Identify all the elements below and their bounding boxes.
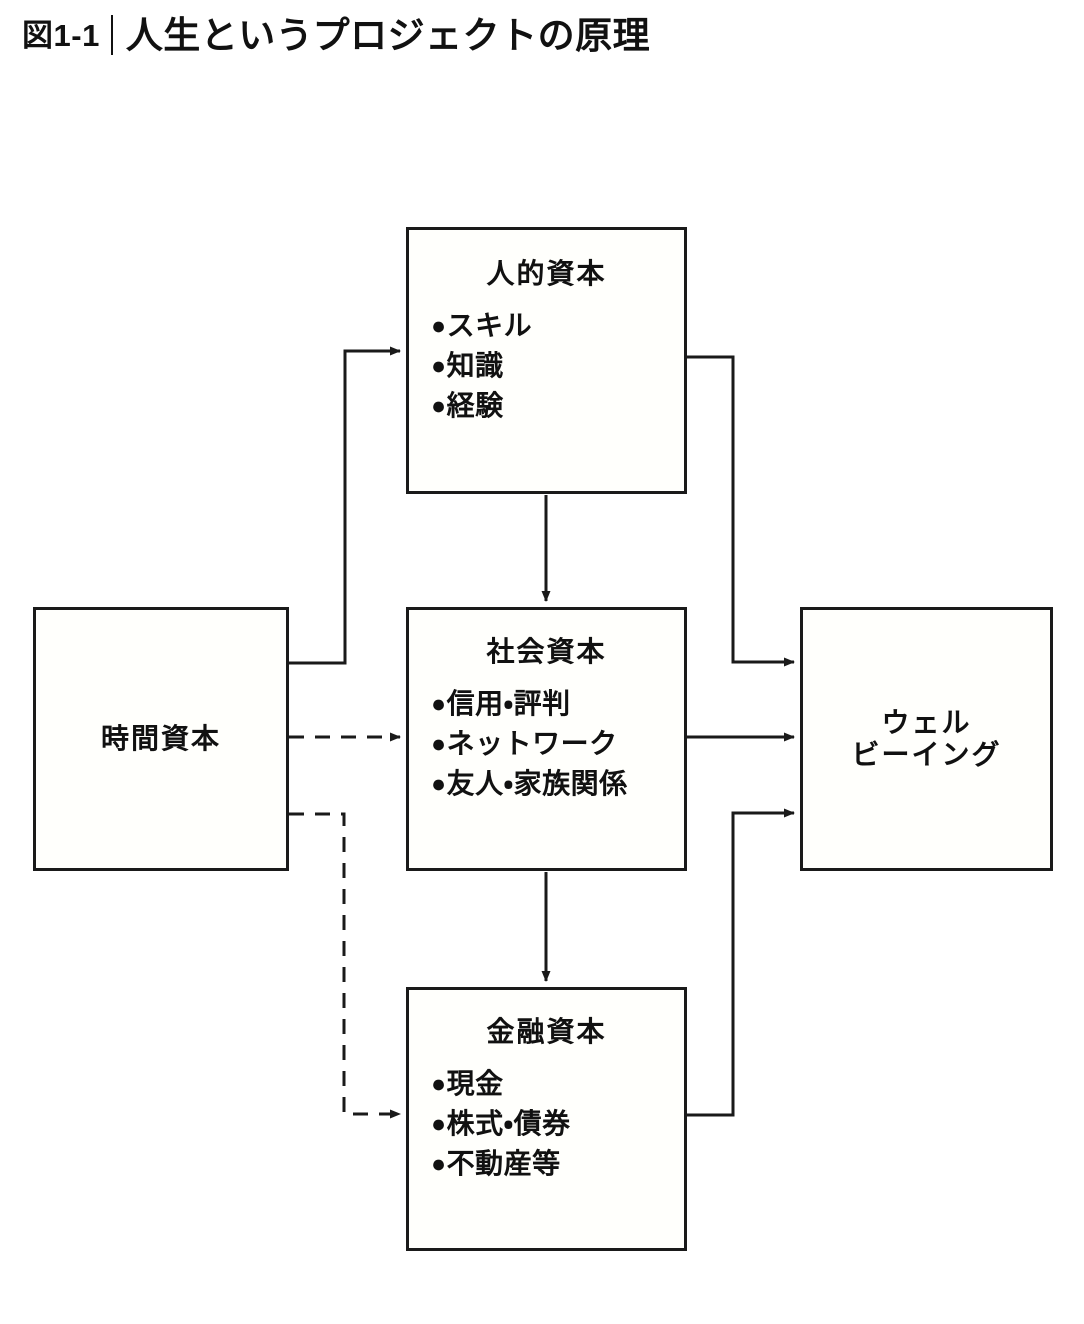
list-item-label: 経験 bbox=[446, 389, 504, 421]
list-item-label: 株式・債券 bbox=[446, 1107, 571, 1139]
edge-human-to-wellbeing bbox=[687, 355, 795, 667]
edge-time-to-human bbox=[289, 346, 401, 665]
list-item-label: ネットワーク bbox=[446, 727, 618, 759]
bullet-icon: ● bbox=[431, 729, 447, 758]
node-social-capital-list: ●信用・評判 ●ネットワーク ●友人・家族関係 bbox=[431, 684, 628, 803]
bullet-icon: ● bbox=[431, 769, 447, 798]
list-item: ●不動産等 bbox=[431, 1144, 571, 1184]
bullet-icon: ● bbox=[431, 1070, 447, 1099]
list-item-label: 信用・評判 bbox=[446, 688, 571, 720]
edge-financial-to-wellbeing bbox=[687, 808, 795, 1117]
title-divider-rule bbox=[110, 15, 113, 55]
list-item: ●知識 bbox=[431, 346, 532, 386]
list-item-label: 現金 bbox=[446, 1068, 504, 1100]
node-wellbeing[interactable]: ウェル ビーイング bbox=[800, 607, 1053, 871]
edge-time-to-financial bbox=[289, 812, 401, 1119]
list-item: ●ネットワーク bbox=[431, 724, 628, 764]
node-wellbeing-title: ウェル ビーイング bbox=[851, 707, 1001, 771]
node-financial-capital-title: 金融資本 bbox=[486, 1016, 607, 1047]
node-wellbeing-title-line1: ウェル bbox=[881, 706, 972, 738]
figure-number: 図1-1 bbox=[22, 17, 100, 53]
node-financial-capital-list: ●現金 ●株式・債券 ●不動産等 bbox=[431, 1064, 571, 1183]
list-item-label: 友人・家族関係 bbox=[446, 767, 628, 799]
node-time-capital[interactable]: 時間資本 bbox=[33, 607, 289, 871]
list-item: ●スキル bbox=[431, 306, 532, 346]
list-item-label: スキル bbox=[446, 310, 533, 342]
node-human-capital[interactable]: 人的資本 ●スキル ●知識 ●経験 bbox=[406, 227, 687, 494]
node-human-capital-title: 人的資本 bbox=[486, 258, 607, 289]
node-financial-capital[interactable]: 金融資本 ●現金 ●株式・債券 ●不動産等 bbox=[406, 987, 687, 1251]
list-item: ●現金 bbox=[431, 1064, 571, 1104]
node-time-capital-title: 時間資本 bbox=[100, 722, 221, 754]
list-item-label: 知識 bbox=[446, 349, 504, 381]
bullet-icon: ● bbox=[431, 1109, 447, 1138]
list-item: ●信用・評判 bbox=[431, 684, 628, 724]
node-social-capital-title: 社会資本 bbox=[486, 636, 607, 667]
list-item: ●友人・家族関係 bbox=[431, 764, 628, 804]
node-social-capital[interactable]: 社会資本 ●信用・評判 ●ネットワーク ●友人・家族関係 bbox=[406, 607, 687, 871]
bullet-icon: ● bbox=[431, 391, 447, 420]
bullet-icon: ● bbox=[431, 690, 447, 719]
list-item-label: 不動産等 bbox=[446, 1147, 561, 1179]
list-item: ●株式・債券 bbox=[431, 1104, 571, 1144]
figure-title: 図1-1 人生というプロジェクトの原理 bbox=[22, 6, 650, 64]
bullet-icon: ● bbox=[431, 351, 447, 380]
bullet-icon: ● bbox=[431, 312, 447, 341]
list-item: ●経験 bbox=[431, 386, 532, 426]
bullet-icon: ● bbox=[431, 1149, 447, 1178]
page-title: 人生というプロジェクトの原理 bbox=[125, 14, 651, 56]
node-wellbeing-title-line2: ビーイング bbox=[851, 739, 1002, 770]
node-human-capital-list: ●スキル ●知識 ●経験 bbox=[431, 306, 532, 425]
